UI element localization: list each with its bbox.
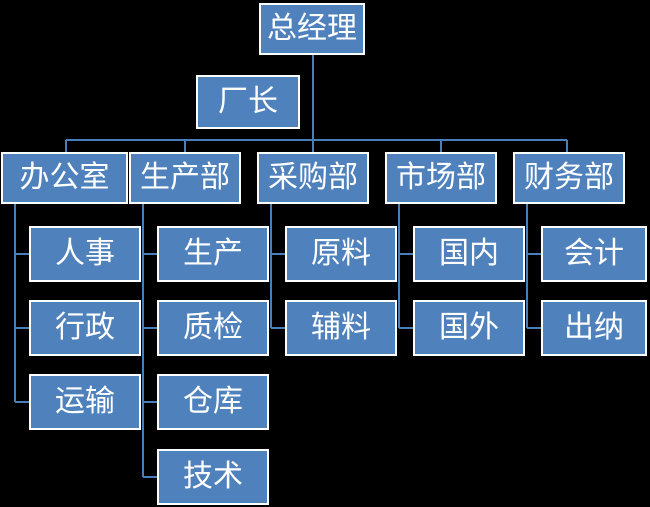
sub-unit-label: 会计	[564, 236, 624, 271]
department-label: 财务部	[524, 160, 614, 195]
sub-unit-box: 技术	[157, 449, 269, 505]
department-box-marketing: 市场部	[385, 152, 497, 204]
sub-unit-box: 运输	[29, 374, 141, 430]
sub-unit-box: 国外	[413, 300, 525, 356]
factory-director-label: 厂长	[218, 84, 278, 119]
sub-unit-label: 辅料	[311, 310, 371, 345]
sub-unit-box: 生产	[157, 226, 269, 282]
sub-unit-label: 生产	[183, 236, 243, 271]
department-label: 办公室	[19, 160, 110, 195]
ceo-label: 总经理	[267, 11, 357, 46]
ceo-box: 总经理	[259, 3, 365, 55]
sub-unit-box: 原料	[285, 226, 397, 282]
sub-unit-label: 国内	[439, 236, 499, 271]
sub-unit-label: 国外	[439, 310, 499, 345]
sub-unit-label: 质检	[183, 310, 243, 345]
sub-unit-label: 人事	[55, 236, 115, 271]
department-label: 市场部	[396, 160, 486, 195]
sub-unit-box: 人事	[29, 226, 141, 282]
sub-unit-label: 仓库	[183, 384, 243, 419]
department-label: 采购部	[268, 160, 358, 195]
sub-unit-box: 质检	[157, 300, 269, 356]
sub-unit-box: 行政	[29, 300, 141, 356]
sub-unit-label: 行政	[55, 310, 115, 345]
sub-unit-label: 出纳	[564, 310, 624, 345]
sub-unit-box: 仓库	[157, 374, 269, 430]
department-label: 生产部	[140, 160, 230, 195]
department-box-office: 办公室	[1, 152, 128, 204]
sub-unit-box: 国内	[413, 226, 525, 282]
department-box-production: 生产部	[129, 152, 241, 204]
sub-unit-box: 会计	[541, 226, 647, 282]
factory-director-box: 厂长	[196, 75, 300, 129]
department-box-finance: 财务部	[513, 152, 625, 204]
department-box-purchasing: 采购部	[257, 152, 369, 204]
sub-unit-label: 技术	[183, 459, 243, 494]
sub-unit-box: 出纳	[541, 300, 647, 356]
sub-unit-box: 辅料	[285, 300, 397, 356]
sub-unit-label: 原料	[311, 236, 371, 271]
sub-unit-label: 运输	[55, 384, 115, 419]
